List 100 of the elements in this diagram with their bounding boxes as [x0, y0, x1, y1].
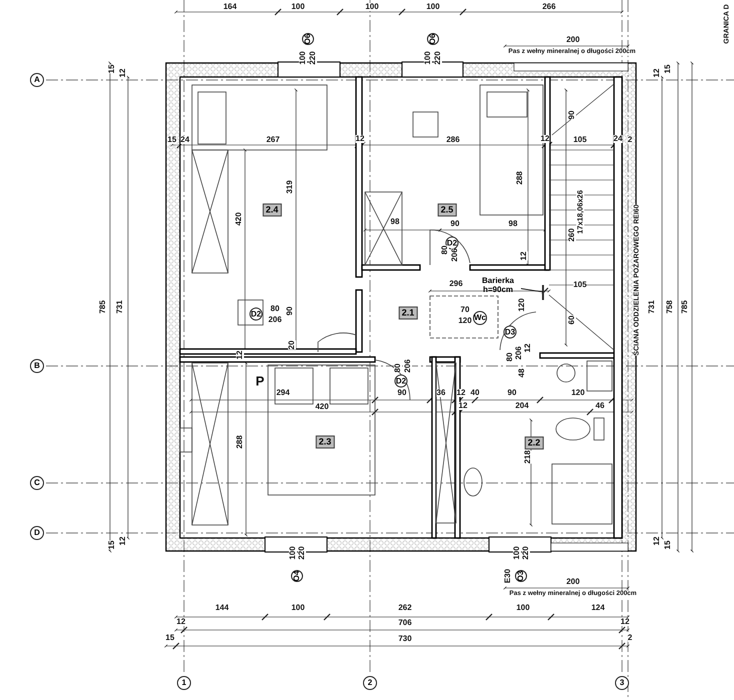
door-tag: D2	[446, 236, 458, 250]
dimension-label: 200	[566, 578, 580, 586]
size-label: 220	[298, 546, 306, 560]
grid-axis-bubble: 2	[363, 676, 377, 690]
size-label: 206	[268, 316, 282, 324]
dimension-label: 90	[398, 389, 406, 397]
dimension-label: 144	[215, 604, 229, 612]
dimension-label: 12	[524, 344, 532, 352]
size-label: 80	[270, 305, 280, 313]
dimension-label: 296	[449, 280, 463, 288]
dimension-label: 15	[168, 136, 176, 144]
dimension-label: 46	[596, 402, 604, 410]
dimension-label: 100	[516, 604, 530, 612]
size-label: 100	[424, 51, 432, 65]
grid-axis-bubble: B	[30, 359, 44, 373]
dimension-label: 36	[436, 389, 446, 397]
dimension-label: 266	[542, 3, 556, 11]
dimension-label: 204	[515, 402, 529, 410]
dimension-label: 105	[573, 281, 587, 289]
window-tag: O4	[291, 570, 303, 582]
window-tag: O6	[302, 33, 314, 45]
dimension-label: 319	[286, 180, 294, 194]
size-label: E30	[504, 568, 512, 584]
door-tag: D2	[394, 374, 408, 388]
dimension-label: 90	[568, 110, 576, 120]
dimension-label: 24	[614, 135, 622, 143]
dimension-label: 731	[116, 300, 124, 314]
door-tag: D2	[250, 308, 262, 320]
grid-axis-bubble: C	[30, 476, 44, 490]
grid-axis-bubble: A	[30, 73, 44, 87]
dimension-label: 90	[286, 306, 294, 316]
dimension-label: 730	[398, 635, 412, 643]
dimension-label: 286	[446, 136, 460, 144]
dimension-label: 12	[540, 135, 550, 143]
dimension-label: 785	[99, 300, 107, 314]
dimension-label: 420	[235, 212, 243, 226]
dimension-label: 100	[291, 3, 305, 11]
dimension-label: 785	[681, 300, 689, 314]
dimension-label: 124	[591, 604, 605, 612]
dimension-label: 105	[573, 136, 587, 144]
wc-tag: Wc	[473, 311, 487, 325]
size-label: 220	[522, 546, 530, 560]
dimension-label: 12	[236, 350, 244, 360]
dimension-label: 48	[518, 368, 526, 378]
dimension-label: 12	[119, 68, 127, 78]
size-label: 100	[513, 546, 521, 560]
dimension-label: 60	[568, 316, 576, 324]
dimension-label: 40	[470, 389, 480, 397]
dimension-label: 12	[520, 252, 528, 260]
size-label: 206	[404, 359, 412, 373]
grid-axis-bubble: 3	[615, 676, 629, 690]
size-label: 206	[515, 346, 523, 360]
dimension-label: 420	[315, 403, 329, 411]
window-tag: O6	[427, 33, 439, 45]
dimension-label: 706	[398, 619, 412, 627]
room-number: 2.3	[316, 436, 334, 448]
dimension-label: 2	[628, 136, 632, 144]
room-symbol: P	[256, 374, 264, 388]
grid-axis-bubble: 1	[177, 676, 191, 690]
dimension-label: 120	[571, 389, 585, 397]
dimension-label: 218	[524, 450, 532, 464]
dimension-label: 15	[664, 540, 672, 550]
size-label: 80	[441, 246, 449, 254]
dimension-label: 100	[291, 604, 305, 612]
room-number: 2.1	[398, 306, 418, 320]
size-label: 70	[460, 306, 470, 314]
dimension-label: 100	[426, 3, 440, 11]
dimension-label: 267	[266, 136, 280, 144]
railing-note: Barierka h=90cm	[475, 276, 521, 294]
size-label: 80	[506, 352, 514, 362]
grid-axis-bubble: D	[30, 526, 44, 540]
dimension-label: 20	[288, 340, 296, 350]
dimension-label: 98	[390, 218, 400, 226]
size-label: 80	[394, 364, 402, 372]
dimension-label: 90	[450, 220, 460, 228]
size-label: 100	[289, 546, 297, 560]
dimension-label: 12	[356, 135, 364, 143]
dimension-label: 15	[166, 634, 174, 642]
dimension-label: 12	[456, 389, 466, 397]
dimension-label: 731	[648, 300, 656, 314]
dimension-label: 15	[108, 540, 116, 550]
window-tag: O3	[515, 570, 527, 582]
dimension-label: 262	[398, 604, 412, 612]
dimension-label: 90	[508, 389, 516, 397]
dimension-label: 100	[365, 3, 379, 11]
size-label: 100	[299, 51, 307, 65]
room-number: 2.5	[438, 204, 456, 216]
size-label: 120	[458, 317, 472, 325]
dimension-label: 12	[653, 536, 661, 546]
dimension-label: 12	[653, 68, 661, 78]
dimension-label: 12	[620, 618, 630, 626]
size-label: 220	[309, 51, 317, 65]
dimension-label: 200	[566, 36, 580, 44]
dimension-label: 12	[176, 618, 186, 626]
size-label: 220	[434, 51, 442, 65]
room-number: 2.2	[524, 436, 544, 450]
dimension-label: 15	[108, 64, 116, 74]
dimension-label: 24	[180, 136, 190, 144]
room-number: 2.4	[262, 204, 282, 216]
dimension-label: 15	[664, 64, 672, 74]
